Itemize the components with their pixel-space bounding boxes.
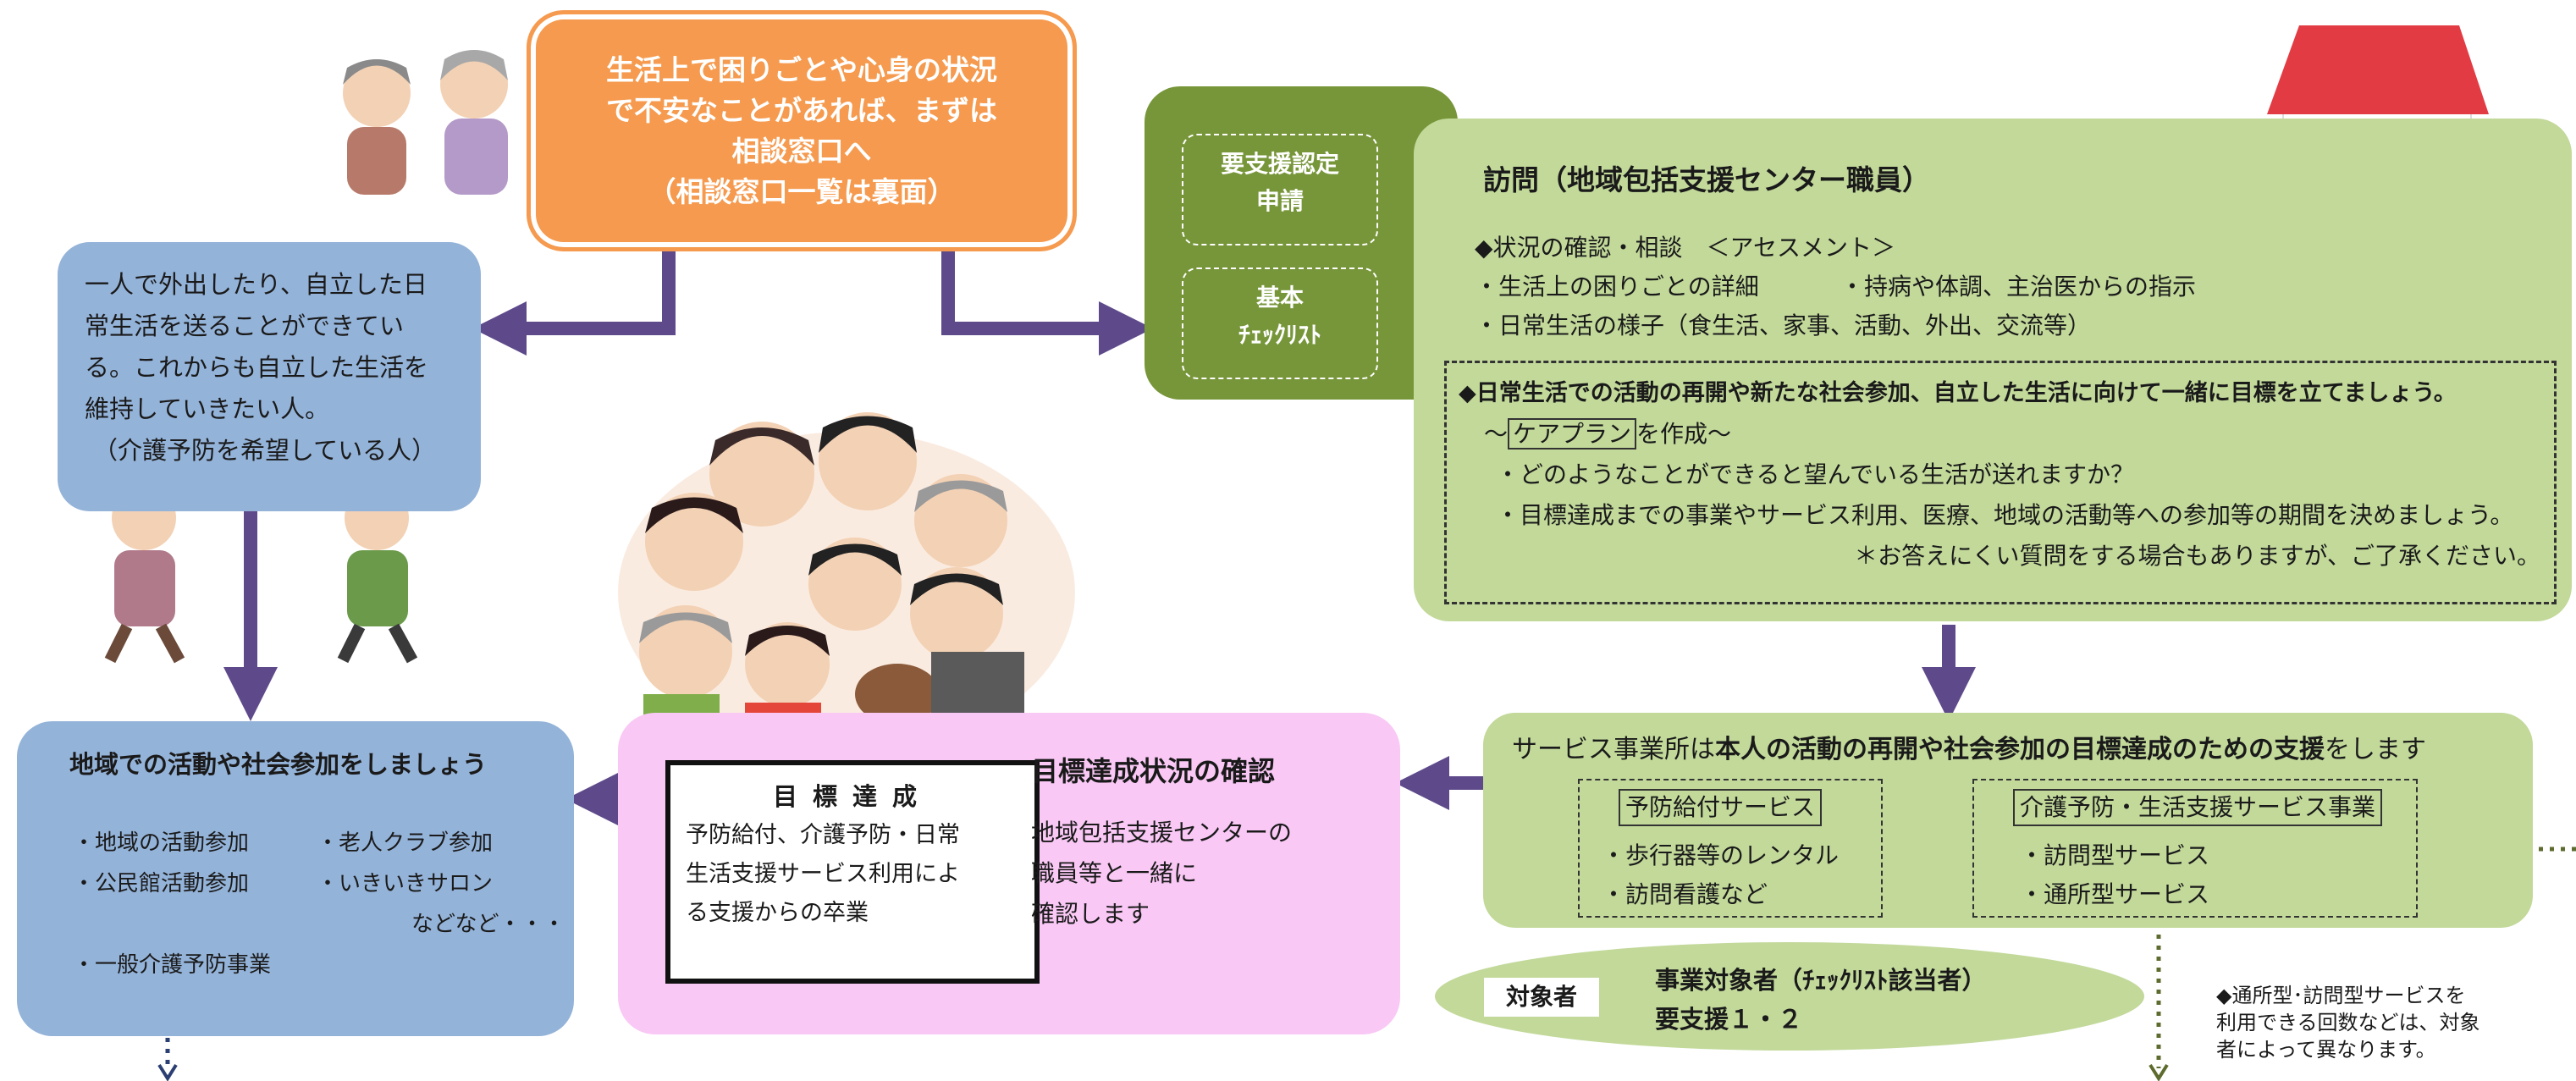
local-activity-title: 地域での活動や社会参加をしましょう [69,750,488,779]
service-heading-end: をします [2325,735,2426,764]
target-line-2: 要支援１・２ [1655,1005,1803,1034]
basic-checklist-line-2: ﾁｪｯｸﾘｽﾄ [1238,321,1321,349]
goal-question-2: ・目標達成までの事業やサービス利用、医療、地域の活動等への参加等の期間を決めまし… [1496,501,2514,529]
service-heading-start: サービス事業所は [1512,735,1715,764]
support-certification-line-1: 要支援認定 [1220,150,1339,178]
visit-item-health: ・持病や体調、主治医からの指示 [1840,273,2197,301]
arrow-consult-to-apply [941,245,1153,356]
service-heading-bold: 本人の活動の再開や社会参加の目標達成のための支援 [1715,735,2325,764]
achievement-title: 目標達成 [772,782,932,811]
local-item-etc: などなど・・・ [411,912,565,937]
visit-item-troubles: ・生活上の困りごとの詳細 [1475,273,1759,301]
achievement-line-1: 予防給付、介護予防・日常 [686,822,960,848]
dotted-arrowhead-local [157,1063,178,1081]
visit-title: 訪問（地域包括支援センター職員） [1483,163,1930,196]
consult-line-4: （相談窓口一覧は裏面） [648,174,956,208]
basic-checklist-line-1: 基本 [1255,284,1304,312]
confirm-line-2: 職員等と一緒に [1031,859,1198,887]
local-item-hall: ・公民館活動参加 [73,871,250,896]
footnote-line-3: 者によって異なります。 [2216,1038,2436,1062]
goal-title: ◆日常生活での活動の再開や新たな社会参加、自立した生活に向けて一緒に目標を立てま… [1459,380,2457,406]
local-item-senior-club: ・老人クラブ参加 [317,830,494,856]
support-item-day-service: ・通所型サービス [2020,880,2210,908]
support-certification-box: 要支援認定 申請 [1182,134,1378,245]
achievement-line-2: 生活支援サービス利用によ [686,861,960,887]
consult-line-3: 相談窓口へ [731,134,872,168]
footnote: ◆通所型･訪問型サービスを 利用できる回数などは、対象 者によって異なります。 [2216,982,2480,1063]
local-item-salon: ・いきいきサロン [317,871,494,896]
careplan-word: ケアプラン [1508,418,1637,449]
goal-achievement-box: 目標達成 予防給付、介護予防・日常 生活支援サービス利用によ る支援からの卒業 … [618,713,1400,1034]
independent-note: （介護予防を希望している人） [93,436,437,465]
elderly-couple-icon [343,50,508,195]
careplan-suffix: を作成～ [1636,420,1732,448]
footnote-line-2: 利用できる回数などは、対象 [2216,1011,2480,1034]
preventive-benefit-tag: 予防給付サービス [1619,789,1823,826]
arrow-consult-to-independent [472,245,676,356]
consult-line-1: 生活上で困りごとや心身の状況 [606,52,997,86]
target-persons-ellipse: 対象者 事業対象者（ﾁｪｯｸﾘｽﾄ該当者） 要支援１・２ [1435,942,2144,1051]
support-item-home-visit: ・訪問型サービス [2020,841,2210,869]
preventive-item-walker: ・歩行器等のレンタル [1602,841,1840,869]
local-item-community: ・地域の活動参加 [73,830,250,856]
family-group-icon [618,412,1075,753]
target-label: 対象者 [1484,978,1599,1017]
support-certification-line-2: 申請 [1255,187,1304,215]
target-line-1: 事業対象者（ﾁｪｯｸﾘｽﾄ該当者） [1655,966,1987,995]
prevention-life-support-box: 介護予防・生活支援サービス事業 ・訪問型サービス ・通所型サービス [1972,779,2418,918]
preventive-benefit-box: 予防給付サービス ・歩行器等のレンタル ・訪問看護など [1578,779,1883,918]
footnote-line-1: ◆通所型･訪問型サービスを [2216,984,2466,1007]
goal-question-1: ・どのようなことができると望んでいる生活が送れますか？ [1496,461,2135,488]
goal-setting-box: ◆日常生活での活動の再開や新たな社会参加、自立した生活に向けて一緒に目標を立てま… [1444,361,2557,604]
consult-line-2: で不安なことがあれば、まずは [606,93,997,127]
independent-line-2: 常生活を送ることができてい [85,312,405,340]
achievement-line-3: る支援からの卒業 [686,900,869,926]
service-provider-box: サービス事業所は本人の活動の再開や社会参加の目標達成のための支援をします 予防給… [1483,713,2533,928]
achievement-frame: 目標達成 予防給付、介護予防・日常 生活支援サービス利用によ る支援からの卒業 [665,760,1040,984]
confirm-line-3: 確認します [1031,900,1150,928]
visit-assessment: ◆状況の確認・相談 ＜アセスメント＞ [1475,234,1895,262]
cheering-elders-icon [104,486,418,664]
independent-line-3: る。これからも自立した生活を [85,353,429,382]
preventive-item-nursing: ・訪問看護など [1602,880,1768,908]
local-item-general-prevention: ・一般介護予防事業 [73,952,272,978]
application-box: 要支援認定 申請 基本 ﾁｪｯｸﾘｽﾄ [1145,86,1458,400]
visit-box: 訪問（地域包括支援センター職員） ◆状況の確認・相談 ＜アセスメント＞ ・生活上… [1414,119,2572,621]
independent-person-box: 一人で外出したり、自立した日 常生活を送ることができてい る。これからも自立した… [58,242,481,511]
visit-item-daily-life: ・日常生活の様子（食生活、家事、活動、外出、交流等） [1475,312,2092,339]
consult-window-box: 生活上で困りごとや心身の状況 で不安なことがあれば、まずは 相談窓口へ （相談窓… [527,10,1077,251]
careplan-prefix: ～ [1484,420,1509,448]
independent-line-1: 一人で外出したり、自立した日 [85,270,427,299]
independent-line-4: 維持していきたい人。 [85,394,330,423]
local-activity-box: 地域での活動や社会参加をしましょう ・地域の活動参加 ・老人クラブ参加 ・公民館… [17,721,574,1036]
service-heading: サービス事業所は本人の活動の再開や社会参加の目標達成のための支援をします [1512,728,2426,765]
confirm-line-1: 地域包括支援センターの [1031,819,1293,847]
confirm-title: 目標達成状況の確認 [1031,755,1276,787]
goal-note: ＊お答えにくい質問をする場合もありますが、ご了承ください。 [1854,542,2540,570]
dotted-arrowhead-service [2149,1063,2169,1081]
prevention-life-support-tag: 介護予防・生活支援サービス事業 [2013,789,2383,826]
basic-checklist-box: 基本 ﾁｪｯｸﾘｽﾄ [1182,267,1378,379]
